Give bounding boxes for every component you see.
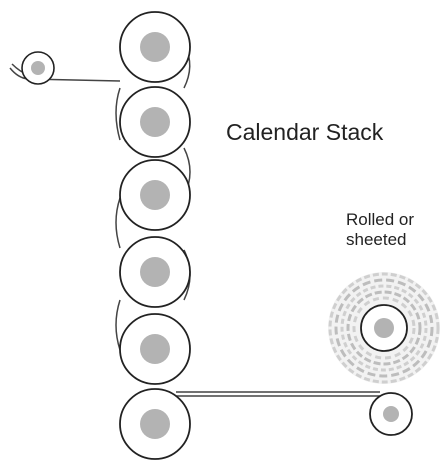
output-label-line2: sheeted	[346, 230, 407, 249]
web-path	[9, 45, 380, 397]
calendar-rollers	[119, 11, 191, 460]
roller-5	[119, 313, 191, 385]
roller-6	[119, 388, 191, 460]
web-wrap-left-3	[115, 299, 121, 351]
roller-2	[119, 86, 191, 158]
output-label-line1: Rolled or	[346, 210, 414, 229]
take-off-roller	[369, 392, 413, 436]
roller-4	[119, 236, 191, 308]
roller-1	[119, 11, 191, 83]
unwind-roll	[21, 51, 55, 85]
web-wrap-left-2	[115, 197, 121, 249]
web-wrap-left-1	[115, 87, 121, 141]
roller-3	[119, 159, 191, 231]
rewind-roll	[328, 272, 440, 384]
stack-title: Calendar Stack	[226, 119, 384, 145]
